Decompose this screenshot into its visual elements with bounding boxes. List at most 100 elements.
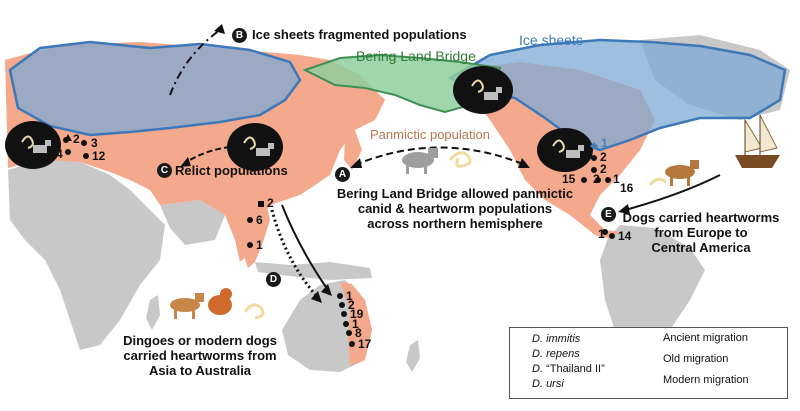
legend-repens-prefix: D. (532, 348, 547, 360)
population-oval-north-america (537, 128, 593, 172)
ursi-marker (590, 142, 598, 150)
worm-dog-icon (21, 79, 565, 153)
legend-modern: Modern migration (663, 374, 749, 386)
arrow-e-head (618, 204, 630, 214)
legend: D. immitis D. repens D. “Thailand II” D.… (509, 327, 788, 399)
arrow-c-ancient (184, 146, 231, 164)
legend-thailand-name: “Thailand II” (546, 363, 605, 375)
legend-repens-name: repens (546, 348, 580, 360)
legend-old: Old migration (663, 353, 729, 365)
caption-a-line3: across northern hemisphere (367, 216, 543, 231)
ice-sheet-eurasia (8, 40, 302, 137)
caption-d-line2: carried heartworms from (123, 348, 277, 363)
marker-d: D (266, 272, 281, 287)
australia-east-range (340, 282, 372, 366)
caption-a-line1: Bering Land Bridge allowed panmictic (336, 186, 574, 201)
count-na-1: 1 (601, 136, 608, 150)
ice-sheet-north-america (447, 38, 787, 152)
arabia-landmass (160, 200, 225, 245)
caption-d-line3: Asia to Australia (148, 363, 252, 378)
marker-a: A (335, 167, 350, 182)
count-asia-2: 2 (267, 196, 274, 210)
immitis-markers (63, 137, 615, 347)
legend-ancient: Ancient migration (663, 332, 748, 344)
count-aus-8: 8 (355, 326, 362, 340)
heartworm-icon-center (448, 151, 472, 168)
count-na-2b: 2 (600, 162, 607, 176)
count-aus-1b: 1 (352, 317, 359, 331)
caption-e-line1: Dogs carried heartworms (622, 210, 780, 225)
ice-sheets-title: Ice sheets (519, 32, 583, 48)
legend-immitis-prefix: D. (532, 333, 547, 345)
seasia-range (238, 195, 270, 268)
count-na-15: 15 (562, 172, 576, 186)
arrow-e-modern (624, 174, 721, 211)
newzealand-landmass (406, 340, 420, 372)
caption-c: Relict populations (175, 163, 288, 178)
count-ca-1: 1 (598, 227, 605, 241)
arrow-a-head-right (518, 158, 530, 168)
dingo-icon (170, 293, 204, 319)
dog-silhouette-icon (33, 87, 584, 158)
thailand-marker (258, 201, 264, 207)
legend-repens: D. repens (532, 348, 580, 360)
count-europe-12: 12 (92, 149, 106, 163)
legend-ursi-name: ursi (546, 378, 564, 390)
arrow-b-head (214, 24, 225, 34)
legend-ursi-prefix: D. (532, 378, 547, 390)
count-na-1b: 1 (613, 172, 620, 186)
panmictic-population-title: Panmictic population (370, 127, 490, 142)
legend-thailand: D. “Thailand II” (532, 363, 605, 375)
arrow-d-old (270, 209, 320, 299)
arrow-d-modern (281, 204, 329, 291)
repens-marker (64, 134, 72, 141)
arrow-c-head (180, 157, 191, 167)
arrow-b-ancient (169, 29, 221, 96)
sailing-ship-icon (735, 114, 780, 168)
africa-landmass (8, 160, 165, 350)
caption-d-line1: Dingoes or modern dogs (123, 333, 277, 348)
legend-ursi: D. ursi (532, 378, 564, 390)
count-ca-14: 14 (618, 229, 632, 243)
chow-dog-icon (208, 288, 232, 315)
count-europe-3: 3 (91, 136, 98, 150)
marker-e: E (601, 207, 616, 222)
madagascar-landmass (146, 295, 160, 330)
caption-e: Dogs carried heartworms from Europe to C… (612, 210, 790, 255)
heartworm-icon-americas (648, 177, 667, 186)
marker-c: C (157, 163, 172, 178)
count-aus-1: 1 (346, 289, 353, 303)
count-na-2c: 2 (593, 172, 600, 186)
heartworm-icon-australia (243, 303, 265, 320)
count-asia-1: 1 (256, 238, 263, 252)
legend-immitis-name: immitis (546, 333, 581, 345)
japan-range (344, 130, 362, 170)
count-aus-17: 17 (358, 337, 372, 351)
arrow-a-ancient (354, 146, 526, 166)
count-europe-2: 2 (73, 132, 80, 146)
count-asia-6: 6 (256, 213, 263, 227)
legend-immitis: D. immitis (532, 333, 580, 345)
caption-a: Bering Land Bridge allowed panmictic can… (330, 186, 580, 231)
caption-b: Ice sheets fragmented populations (252, 27, 467, 42)
count-na-2a: 2 (600, 150, 607, 164)
caption-a-line2: canid & heartworm populations (357, 201, 553, 216)
marker-b: B (232, 28, 247, 43)
count-na-16: 16 (620, 181, 634, 195)
count-aus-19: 19 (350, 307, 364, 321)
caption-e-line3: Central America (651, 240, 751, 255)
count-europe-4: 4 (56, 147, 63, 161)
count-aus-2: 2 (348, 298, 355, 312)
caption-e-line2: from Europe to (654, 225, 748, 240)
legend-thailand-prefix: D. (532, 363, 547, 375)
caption-d: Dingoes or modern dogs carried heartworm… (110, 333, 290, 378)
hound-dog-icon (665, 160, 699, 186)
arrow-d-old-head (311, 291, 322, 303)
bering-land-bridge-title: Bering Land Bridge (356, 48, 476, 64)
arrow-d-modern-head (321, 284, 332, 296)
wolf-icon (402, 148, 438, 174)
arrow-a-head-left (350, 158, 362, 168)
indonesia-landmass (255, 262, 372, 280)
